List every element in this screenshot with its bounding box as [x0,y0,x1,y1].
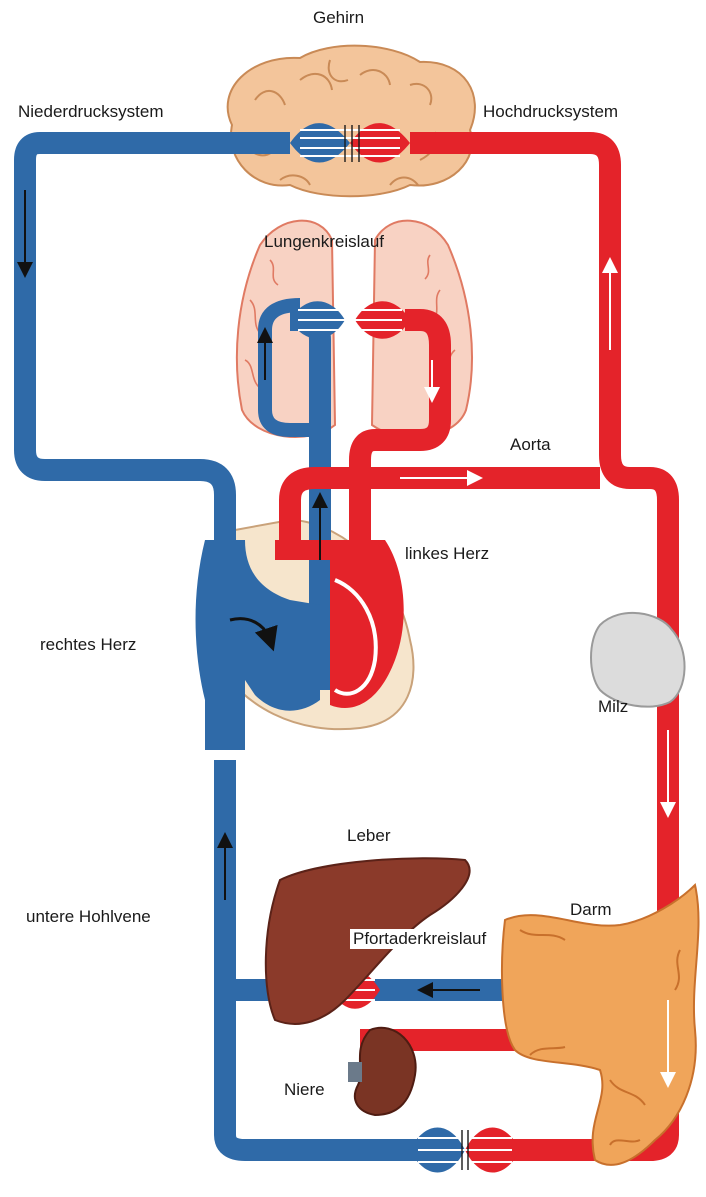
label-brain: Gehirn [313,8,364,28]
label-high-pressure: Hochdrucksystem [483,102,618,122]
label-kidney: Niere [284,1080,325,1100]
kidney-organ [355,1028,416,1115]
spleen-organ [591,613,685,707]
label-aorta: Aorta [510,435,551,455]
label-spleen: Milz [598,697,628,717]
label-intestine: Darm [570,900,612,920]
capillary-kidney [410,1128,520,1173]
capillary-lung [290,301,410,339]
label-left-heart: linkes Herz [405,544,489,564]
label-liver: Leber [347,826,390,846]
label-low-pressure: Niederdrucksystem [18,102,164,122]
brain-organ [228,46,475,197]
ureter [348,1062,362,1082]
label-vena-cava: untere Hohlvene [26,907,151,927]
label-pulmonary: Lungenkreislauf [264,232,384,252]
label-portal: Pfortaderkreislauf [350,929,489,949]
intestine-organ [502,885,699,1165]
label-right-heart: rechtes Herz [40,635,136,655]
